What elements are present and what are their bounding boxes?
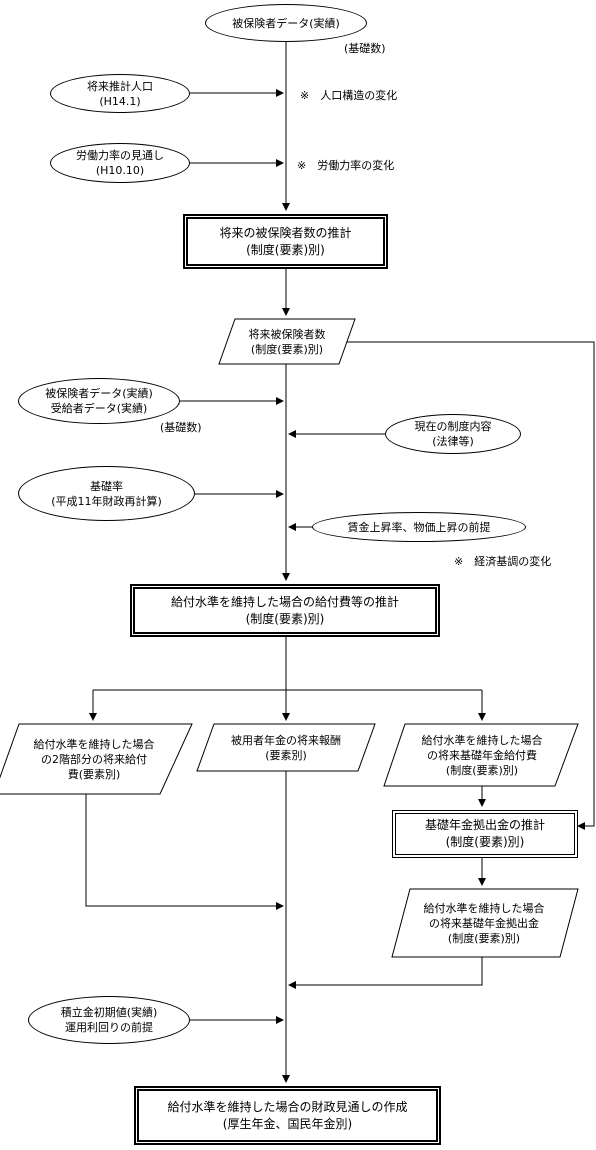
future-insured-node: 将来被保険者数 (制度(要素)別)	[219, 319, 355, 364]
second-tier-node: 給付水準を維持した場合 の2階部分の将来給付 費(要素別)	[8, 724, 180, 794]
second-tier-shape	[0, 723, 193, 795]
insured-projection-label: 将来の被保険者数の推計 (制度(要素)別)	[219, 225, 352, 257]
base-rate-label: 基礎率 (平成11年財政再計算)	[51, 479, 162, 508]
wage-price-label: 賃金上昇率、物価上昇の前提	[347, 520, 491, 534]
current-system-node: 現在の制度内容 (法律等)	[385, 414, 521, 454]
insured-data-label: 被保険者データ(実績)	[232, 16, 340, 30]
base-rate-node: 基礎率 (平成11年財政再計算)	[18, 466, 195, 521]
fiscal-outlook-label: 給付水準を維持した場合の財政見通しの作成 (厚生年金、国民年金別)	[167, 1099, 408, 1131]
benefit-projection-box: 給付水準を維持した場合の給付費等の推計 (制度(要素)別)	[130, 584, 440, 637]
insured-projection-box: 将来の被保険者数の推計 (制度(要素)別)	[183, 214, 388, 269]
future-insured-label: 将来被保険者数 (制度(要素)別)	[248, 327, 326, 356]
basic-pension-benefit-label: 給付水準を維持した場合 の将来基礎年金給付費 (制度(要素)別)	[421, 733, 543, 777]
wage-price-node: 賃金上昇率、物価上昇の前提	[312, 512, 526, 542]
basic-pension-benefit-shape	[383, 723, 579, 787]
basic-contribution-projection-label: 基礎年金拠出金の推計 (制度(要素)別)	[424, 818, 545, 849]
labor-force-label: 労働力率の見通し (H10.10)	[76, 149, 164, 177]
base-count-note: (基礎数)	[344, 42, 386, 55]
labor-force-node: 労働力率の見通し (H10.10)	[50, 143, 190, 183]
basic-contribution-shape	[391, 888, 579, 958]
economic-change-note: ※ 経済基調の変化	[454, 555, 552, 568]
future-population-label: 将来推計人口 (H14.1)	[87, 79, 153, 108]
future-insured-shape	[218, 318, 356, 365]
basic-contribution-node: 給付水準を維持した場合 の将来基礎年金拠出金 (制度(要素)別)	[398, 889, 570, 957]
population-change-note: ※ 人口構造の変化	[300, 89, 398, 102]
reserve-fund-node: 積立金初期値(実績) 運用利回りの前提	[28, 996, 190, 1044]
future-remuneration-shape	[196, 723, 376, 772]
base-count-note-2: (基礎数)	[160, 421, 202, 434]
labor-change-note: ※ 労働力率の変化	[297, 159, 395, 172]
second-tier-label: 給付水準を維持した場合 の2階部分の将来給付 費(要素別)	[33, 737, 155, 781]
basic-contribution-label: 給付水準を維持した場合 の将来基礎年金拠出金 (制度(要素)別)	[423, 901, 545, 945]
benefit-projection-label: 給付水準を維持した場合の給付費等の推計 (制度(要素)別)	[170, 594, 399, 626]
insured-data-node: 被保険者データ(実績)	[205, 4, 367, 42]
basic-pension-benefit-node: 給付水準を維持した場合 の将来基礎年金給付費 (制度(要素)別)	[394, 724, 570, 786]
insured-beneficiary-data-node: 被保険者データ(実績) 受給者データ(実績)	[18, 378, 180, 424]
fiscal-outlook-box: 給付水準を維持した場合の財政見通しの作成 (厚生年金、国民年金別)	[134, 1086, 441, 1145]
reserve-fund-label: 積立金初期値(実績) 運用利回りの前提	[60, 1006, 158, 1034]
future-population-node: 将来推計人口 (H14.1)	[50, 74, 190, 113]
insured-beneficiary-data-label: 被保険者データ(実績) 受給者データ(実績)	[45, 387, 153, 415]
basic-contribution-projection-box: 基礎年金拠出金の推計 (制度(要素)別)	[392, 810, 578, 858]
future-remuneration-node: 被用者年金の将来報酬 (要素別)	[200, 724, 372, 771]
current-system-label: 現在の制度内容 (法律等)	[414, 420, 492, 448]
future-remuneration-label: 被用者年金の将来報酬 (要素別)	[231, 733, 341, 762]
